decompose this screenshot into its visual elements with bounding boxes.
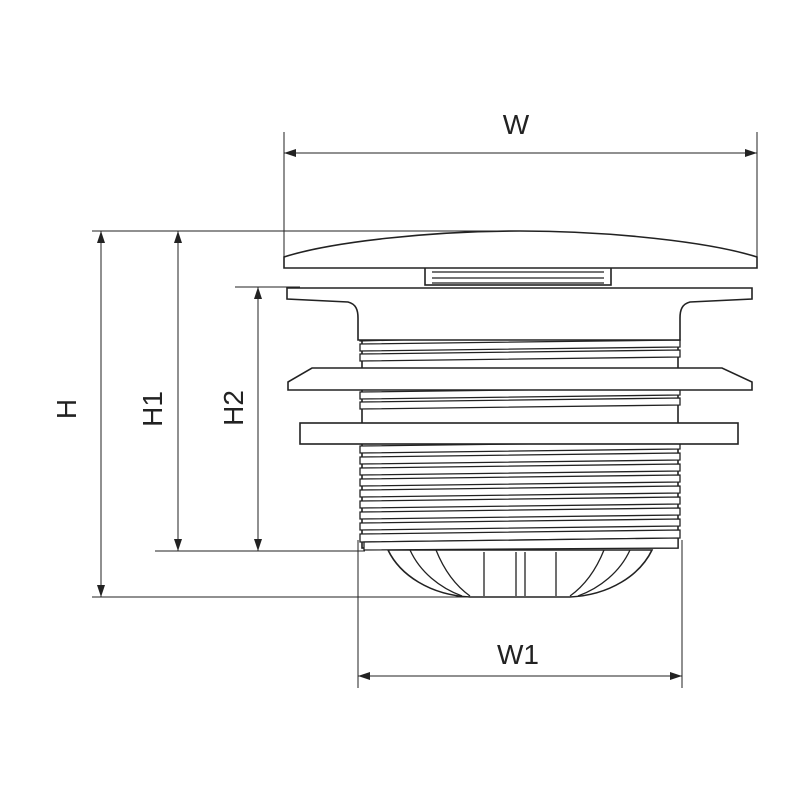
dimension-label-h1: H1 <box>137 391 168 427</box>
strainer-basket <box>386 549 654 598</box>
arrowhead <box>670 672 682 680</box>
dimension-h2: H2 <box>218 287 262 551</box>
arrowhead <box>97 231 105 243</box>
arrowhead <box>745 149 757 157</box>
arrowhead <box>254 287 262 299</box>
domed-cap <box>283 230 758 269</box>
arrowhead <box>174 231 182 243</box>
arrowhead <box>284 149 296 157</box>
cap-stem <box>424 265 612 286</box>
dimension-w: W <box>284 109 757 157</box>
lock-nut <box>299 422 739 445</box>
arrowhead <box>358 672 370 680</box>
arrowhead <box>97 585 105 597</box>
arrowhead <box>254 539 262 551</box>
upper-flange <box>286 287 753 341</box>
dimension-label-w1: W1 <box>497 639 539 670</box>
dimension-label-h2: H2 <box>218 390 249 426</box>
tapered-washer <box>287 367 753 391</box>
drain-plug-body <box>283 230 758 598</box>
dimension-h: H <box>51 231 105 597</box>
dimension-h1: H1 <box>137 231 182 551</box>
arrowhead <box>174 539 182 551</box>
dimension-w1: W1 <box>358 639 682 680</box>
extension-lines <box>92 132 758 688</box>
dimension-label-w: W <box>503 109 530 140</box>
dimension-label-h: H <box>51 399 82 419</box>
